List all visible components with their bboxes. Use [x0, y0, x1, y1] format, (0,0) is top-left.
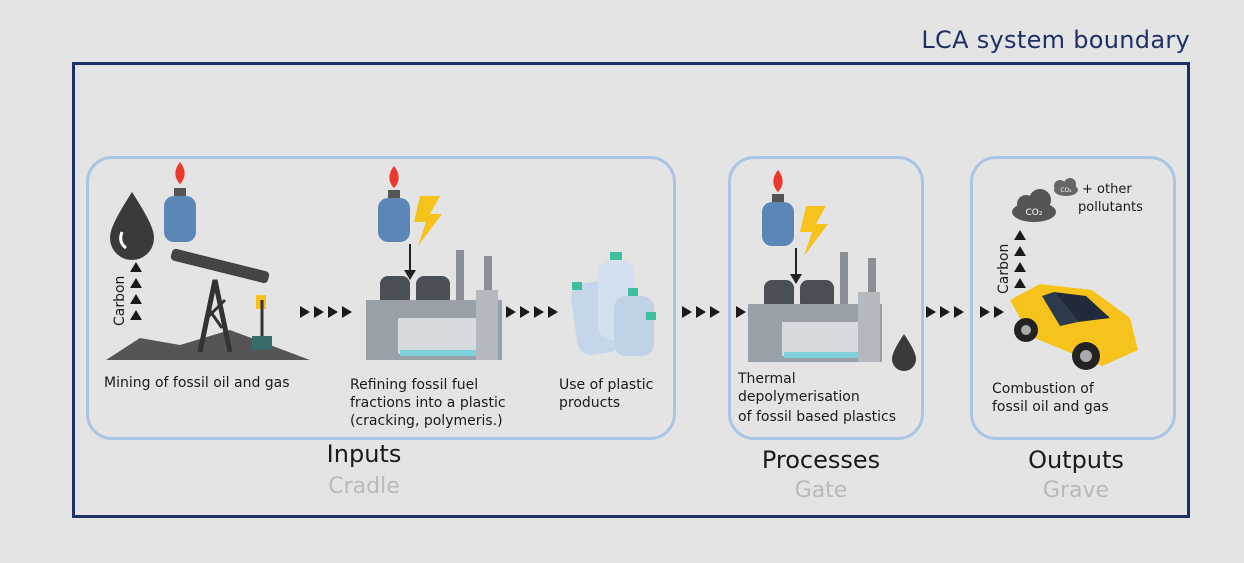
lightning-icon-2 [800, 206, 828, 256]
arrow-down-icon [404, 244, 416, 280]
use-label-line1: Use of plastic [559, 377, 654, 393]
co2-label: CO₂ [1026, 208, 1043, 218]
cloud-icon [1012, 189, 1056, 222]
other-pollutants-line1: + other [1082, 182, 1132, 197]
carbon-label-inputs: Carbon [112, 275, 128, 326]
arrow-down-icon-2 [790, 248, 802, 284]
flow-arrows-4 [926, 306, 1004, 318]
refining-label-line2: fractions into a plastic [350, 395, 506, 411]
processes-title: Processes [761, 446, 881, 474]
outputs-stage-box [970, 156, 1176, 440]
oil-drop-icon-2 [892, 334, 916, 371]
combustion-label-line1: Combustion of [992, 381, 1094, 397]
gas-cylinder-icon [164, 162, 196, 242]
gas-cylinder-icon-2 [378, 166, 410, 242]
thermal-label-line1: Thermal [738, 371, 796, 387]
co2-small-label: CO₂ [1060, 187, 1072, 194]
car-icon [1010, 284, 1138, 370]
other-pollutants-line2: pollutants [1078, 200, 1143, 215]
boundary-title: LCA system boundary [921, 26, 1190, 54]
oil-drop-icon [110, 192, 154, 260]
carbon-up-arrows-icon-2 [1014, 230, 1026, 288]
use-label-line2: products [559, 395, 621, 411]
gas-cylinder-icon-3 [762, 170, 794, 246]
refining-label-line1: Refining fossil fuel [350, 377, 479, 393]
processes-subtitle: Gate [794, 478, 848, 503]
flow-arrows-3 [682, 306, 746, 318]
factory-icon-2 [748, 252, 882, 362]
factory-icon [366, 250, 502, 360]
refining-label-line3: (cracking, polymeris.) [350, 413, 503, 429]
outputs-title: Outputs [1028, 446, 1124, 474]
flow-arrows-2 [506, 306, 558, 318]
carbon-up-arrows-icon [130, 262, 142, 320]
cloud-small-icon [1054, 178, 1078, 196]
lightning-icon [414, 196, 442, 246]
lca-system-boundary [72, 62, 1190, 518]
flow-arrows-1 [300, 306, 352, 318]
carbon-label-outputs: Carbon [996, 243, 1012, 294]
plastic-bottles-icon [571, 252, 656, 356]
inputs-subtitle: Cradle [328, 474, 400, 499]
thermal-label-line3: of fossil based plastics [738, 409, 896, 425]
outputs-subtitle: Grave [1042, 478, 1110, 503]
processes-stage-box [728, 156, 924, 440]
pumpjack-icon [106, 248, 310, 360]
inputs-title: Inputs [326, 440, 402, 468]
combustion-label-line2: fossil oil and gas [992, 399, 1109, 415]
mining-label: Mining of fossil oil and gas [104, 375, 290, 391]
inputs-stage-box [86, 156, 676, 440]
thermal-label-line2: depolymerisation [738, 389, 860, 405]
